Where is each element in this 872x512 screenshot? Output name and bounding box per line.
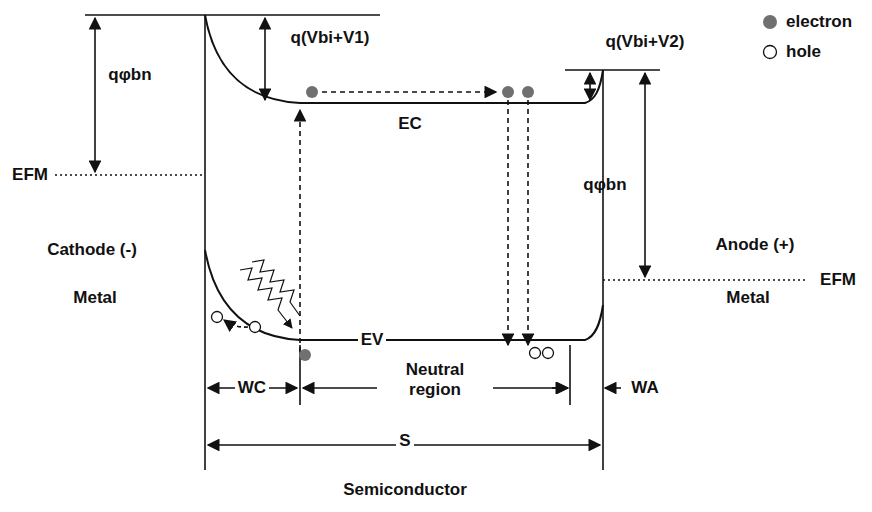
fermi-level (55, 174, 205, 176)
recombination-arrow (507, 100, 509, 345)
dimension-arrow (605, 387, 621, 389)
region-label: Neutral region (377, 360, 493, 399)
band-label: EC (398, 114, 422, 134)
conduction-band (205, 15, 603, 103)
fermi-label: EFM (820, 270, 856, 290)
energy-label: q(Vbi+V2) (606, 32, 685, 52)
legend-hole-sample (764, 46, 777, 59)
dimension-label: S (396, 431, 413, 451)
dimension-label: WC (235, 378, 269, 398)
band-label: EV (358, 330, 387, 350)
electron-dot (502, 86, 514, 98)
legend-text: electron (786, 12, 852, 32)
legend-electron-sample (763, 15, 777, 29)
energy-label: qφbn (108, 65, 151, 85)
electron-dot (522, 86, 534, 98)
barrier-arrow (589, 73, 591, 100)
vacuum-level (85, 14, 380, 16)
barrier-arrow (644, 73, 646, 277)
energy-label: qφbn (583, 175, 626, 195)
photon-wave (252, 260, 300, 316)
vacuum-level (565, 69, 660, 71)
barrier-arrow (94, 18, 96, 172)
dimension-arrow (552, 387, 568, 389)
barrier-arrow (264, 18, 266, 100)
photon-wave (240, 268, 292, 328)
fermi-label: EFM (12, 165, 48, 185)
material-label: Semiconductor (343, 480, 467, 500)
material-label: Metal (726, 288, 769, 308)
hole-dot (543, 348, 554, 359)
tick-line (569, 345, 571, 405)
material-label: Metal (73, 288, 116, 308)
electron-dot (299, 349, 311, 361)
dimension-label: WA (631, 378, 658, 398)
hole-dot (212, 312, 223, 323)
hole-dot (250, 322, 261, 333)
valence-band (205, 250, 603, 340)
electrode-label: Anode (+) (716, 235, 795, 255)
metal-interface (204, 15, 206, 470)
recombination-arrow (527, 100, 529, 345)
hole-dot (530, 348, 541, 359)
electron-dot (306, 86, 318, 98)
metal-interface (602, 70, 604, 470)
legend-text: hole (786, 42, 821, 62)
fermi-level (603, 279, 805, 281)
electrode-label: Cathode (-) (47, 240, 137, 260)
energy-label: q(Vbi+V1) (291, 28, 370, 48)
drift-arrow (322, 91, 496, 93)
hole-drift-arrow (224, 320, 248, 327)
